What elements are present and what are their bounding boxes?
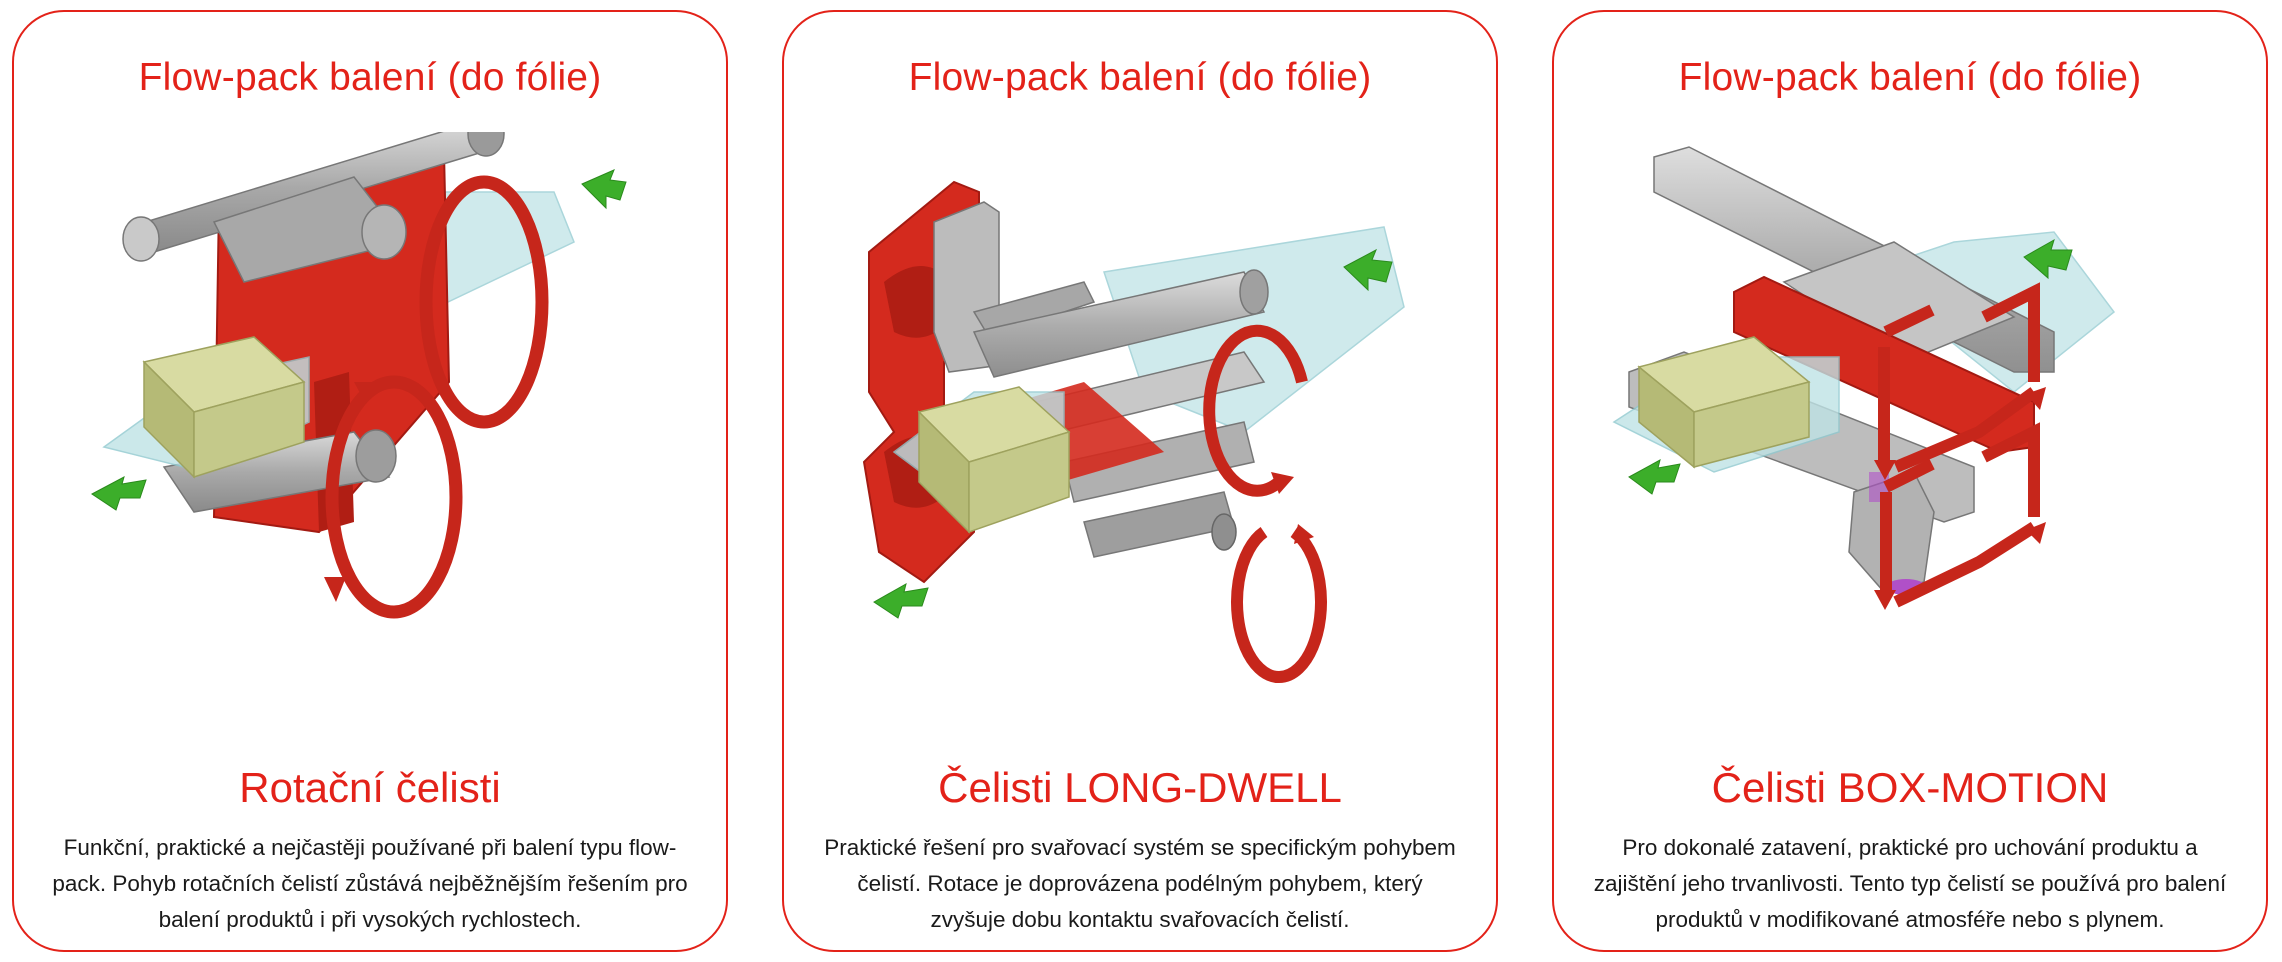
product-out-arrow: [91, 476, 147, 511]
product-box: [917, 386, 1071, 534]
card-title: Flow-pack balení (do fólie): [1678, 56, 2142, 99]
top-shaft: [122, 132, 505, 283]
film-in-arrow: [581, 169, 627, 210]
product-out-arrow: [1628, 459, 1681, 495]
box-motion-arrows: [1878, 282, 2040, 608]
rotation-arrows: [1203, 324, 1327, 684]
card-box-motion-jaws: Flow-pack balení (do fólie): [1552, 10, 2268, 952]
film-in-arrow: [2023, 238, 2073, 280]
card-title: Flow-pack balení (do fólie): [138, 56, 602, 99]
card-heading: Čelisti BOX-MOTION: [1711, 764, 2109, 811]
box-motion-jaws-illustration: [1612, 146, 2116, 610]
product-out-arrow: [873, 582, 929, 619]
card-long-dwell-jaws: Flow-pack balení (do fólie): [782, 10, 1498, 952]
card-title: Flow-pack balení (do fólie): [908, 56, 1372, 99]
film-in-arrow: [1343, 248, 1393, 292]
card-heading: Rotační čelisti: [239, 764, 501, 811]
rotary-jaws-illustration: [91, 132, 627, 619]
card-description: Pro dokonalé zatavení, praktické pro uch…: [1593, 835, 2227, 932]
card-description: Funkční, praktické a nejčastěji používan…: [52, 835, 688, 932]
card-heading: Čelisti LONG-DWELL: [938, 764, 1342, 811]
long-dwell-jaws-illustration: [862, 180, 1405, 684]
card-rotary-jaws: Flow-pack balení (do fólie): [12, 10, 728, 952]
card-description: Praktické řešení pro svařovací systém se…: [824, 835, 1456, 932]
product-box: [1637, 336, 1811, 469]
rotation-arrows: [325, 175, 549, 619]
product-box: [142, 336, 306, 479]
